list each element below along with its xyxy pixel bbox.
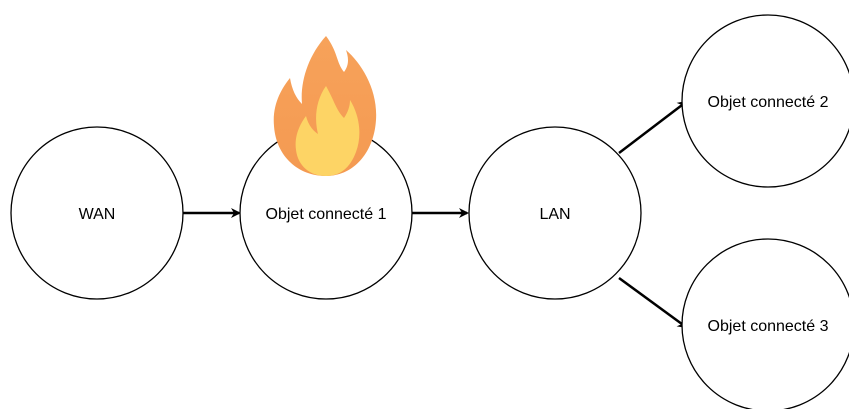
edge-lan-to-objet3: [618, 276, 688, 329]
edge-lan-to-objet2: [618, 100, 688, 154]
node-wan[interactable]: WAN: [10, 126, 184, 300]
fire-icon-inner-flame: [295, 86, 360, 176]
node-objet-connecte-3-label: Objet connecté 3: [708, 318, 829, 335]
node-objet-connecte-3[interactable]: Objet connecté 3: [681, 238, 849, 409]
node-wan-label: WAN: [79, 206, 116, 223]
node-objet-connecte-1[interactable]: Objet connecté 1: [239, 126, 413, 300]
node-lan-label: LAN: [539, 206, 570, 223]
node-objet-connecte-2-circle: [681, 14, 849, 188]
node-objet-connecte-3-circle: [681, 238, 849, 409]
node-objet-connecte-1-label: Objet connecté 1: [266, 206, 387, 223]
edges: [183, 100, 688, 329]
node-lan[interactable]: LAN: [468, 126, 642, 300]
node-objet-connecte-2-label: Objet connecté 2: [708, 94, 829, 111]
node-wan-circle: [10, 126, 184, 300]
node-lan-circle: [468, 126, 642, 300]
fire-icon: [273, 36, 377, 176]
node-objet-connecte-2[interactable]: Objet connecté 2: [681, 14, 849, 188]
